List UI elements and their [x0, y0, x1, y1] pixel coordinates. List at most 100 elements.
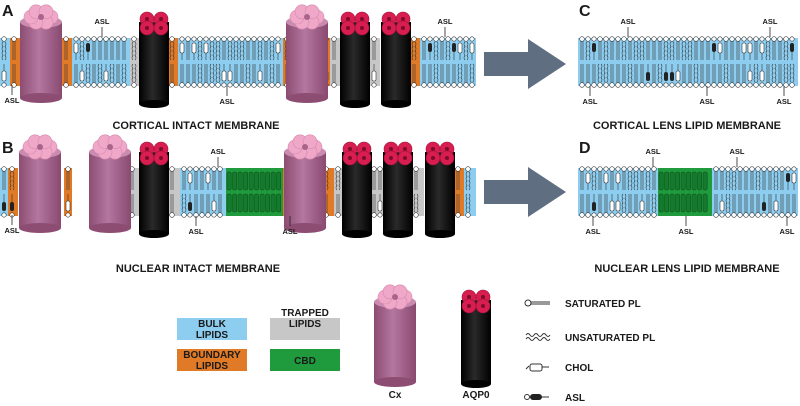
asl-marker-a1: ASL	[5, 85, 20, 105]
bilayer-panel-a-zone-boundary	[62, 36, 72, 88]
bilayer-panel-a-zone-boundary	[410, 36, 420, 88]
asl-marker-a2: ASL	[95, 17, 110, 37]
svg-text:ASL: ASL	[283, 227, 298, 236]
caption-nuclear-intact: NUCLEAR INTACT MEMBRANE	[116, 263, 280, 275]
bilayer-panel-d-zone-cbd	[658, 168, 712, 216]
bilayer-panel-b-zone-bulk	[464, 166, 476, 218]
cx-channel-a2	[286, 4, 328, 103]
bilayer-panel-a-zone-trapped	[330, 36, 340, 88]
panel-letter-b: B	[2, 140, 14, 157]
bilayer-panel-b-zone-boundary	[8, 166, 18, 218]
svg-text:ASL: ASL	[646, 147, 661, 156]
aqp0-channel-a2	[340, 11, 370, 108]
svg-text:ASL: ASL	[211, 147, 226, 156]
saturated-pl-icon	[524, 299, 550, 307]
svg-text:ASL: ASL	[95, 17, 110, 26]
cx-channel-b2	[89, 134, 131, 233]
legend-cbd-label: CBD	[294, 356, 316, 367]
svg-text:ASL: ASL	[763, 17, 778, 26]
svg-text:ASL: ASL	[220, 97, 235, 106]
cx-channel-a1	[20, 4, 62, 103]
aqp0-channel-a3	[381, 11, 411, 108]
bilayer-panel-a-zone-trapped	[370, 36, 380, 88]
bilayer-panel-b-zone-bulk	[0, 166, 8, 218]
svg-text:ASL: ASL	[5, 226, 20, 235]
cx-channel-b3	[284, 134, 326, 233]
svg-text:ASL: ASL	[780, 227, 795, 236]
asl-marker-d1: ASL	[646, 147, 661, 167]
arrow-nuclear	[484, 167, 566, 217]
legend-cx-icon	[374, 284, 416, 387]
legend-bulk-swatch	[177, 318, 247, 340]
bilayer-panel-b-zone-trapped	[168, 166, 180, 218]
legend-chol-label: CHOL	[565, 363, 593, 374]
legend-boundary-swatch	[177, 349, 247, 371]
asl-marker-d3: ASL	[586, 216, 601, 236]
asl-marker-b3: ASL	[189, 216, 204, 236]
bilayer-panel-a-zone-bulk	[0, 36, 10, 88]
legend-asl-label: ASL	[565, 393, 585, 404]
asl-marker-a4: ASL	[438, 17, 453, 37]
aqp0-channel-b2	[342, 141, 372, 238]
bilayer-panel-b-zone-trapped	[370, 166, 384, 218]
legend-cbd-swatch	[270, 349, 340, 371]
legend-trapped-swatch	[270, 318, 340, 340]
caption-nuclear-lens: NUCLEAR LENS LIPID MEMBRANE	[594, 263, 779, 275]
asl-marker-c3: ASL	[583, 86, 598, 106]
bilayer-panel-b-zone-boundary	[64, 166, 72, 218]
asl-marker-b2: ASL	[211, 147, 226, 167]
svg-text:ASL: ASL	[189, 227, 204, 236]
bilayer-panel-b-zone-cbd	[226, 168, 283, 216]
bilayer-panel-b-zone-boundary	[454, 166, 464, 218]
svg-text:ASL: ASL	[700, 97, 715, 106]
protein-group	[19, 4, 491, 388]
asl-marker-group: ASL ASL ASL ASL ASL ASL ASL ASL ASL ASL ASL ASL ASL A…	[5, 17, 795, 236]
bilayer-panel-b	[0, 166, 476, 218]
asl-marker-c5: ASL	[777, 86, 792, 106]
asl-marker-c1: ASL	[621, 17, 636, 37]
aqp0-channel-b3	[383, 141, 413, 238]
asl-icon	[524, 394, 549, 400]
svg-text:ASL: ASL	[586, 227, 601, 236]
bilayer-panel-a-zone-boundary	[168, 36, 178, 88]
panel-letter-c: C	[579, 3, 591, 20]
bilayer-panel-b-zone-trapped	[412, 166, 424, 218]
svg-text:ASL: ASL	[679, 227, 694, 236]
asl-marker-b4: ASL	[283, 216, 298, 236]
bilayer-panel-a-zone-bulk	[178, 36, 283, 88]
chol-icon	[525, 363, 549, 372]
legend-unsaturated-label: UNSATURATED PL	[565, 333, 655, 344]
arrow-cortical	[484, 39, 566, 89]
svg-text:ASL: ASL	[583, 97, 598, 106]
svg-text:ASL: ASL	[438, 17, 453, 26]
legend-saturated-label: SATURATED PL	[565, 299, 641, 310]
bilayer-panel-d	[578, 166, 798, 218]
svg-text:ASL: ASL	[5, 96, 20, 105]
asl-marker-d2: ASL	[730, 147, 745, 167]
asl-marker-d4: ASL	[679, 216, 694, 236]
panel-letter-a: A	[2, 3, 14, 20]
bilayer-panel-a-zone-bulk	[72, 36, 130, 88]
cx-channel-b1	[19, 134, 61, 233]
bilayer-panel-c-zone-bulk	[578, 36, 798, 88]
unsaturated-pl-icon	[525, 333, 551, 341]
bilayer-panel-d-zone-bulk	[578, 166, 658, 218]
aqp0-channel-b4	[425, 141, 455, 238]
svg-text:ASL: ASL	[621, 17, 636, 26]
bilayer-panel-a-zone-boundary	[10, 36, 20, 88]
aqp0-channel-a1	[139, 11, 169, 108]
aqp0-channel-b1	[139, 141, 169, 238]
legend-aqp0-label: AQP0	[462, 390, 490, 401]
caption-cortical-lens: CORTICAL LENS LIPID MEMBRANE	[593, 120, 781, 132]
bilayer-panel-a-zone-trapped	[130, 36, 140, 88]
asl-marker-c2: ASL	[763, 17, 778, 37]
bilayer-panel-c	[578, 36, 798, 88]
bilayer-panel-a-zone-bulk	[420, 36, 476, 88]
asl-marker-a3: ASL	[220, 86, 235, 106]
legend-cx-label: Cx	[389, 390, 402, 401]
bilayer-panel-b-zone-trapped	[334, 166, 344, 218]
